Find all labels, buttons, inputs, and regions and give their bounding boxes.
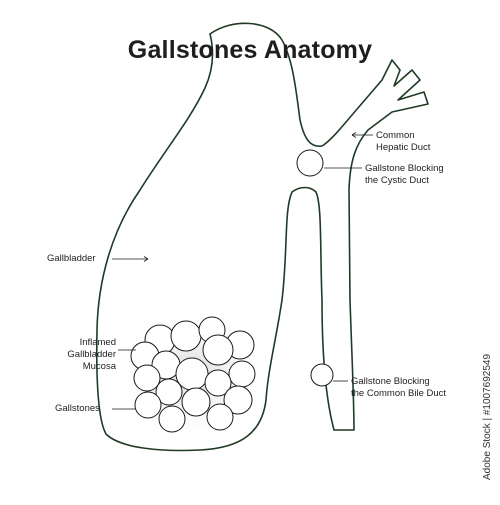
gallstone xyxy=(204,369,232,397)
label-gallstones: Gallstones xyxy=(55,403,100,414)
stock-watermark: Adobe Stock | #1007692549 xyxy=(482,353,493,480)
label-line: Common xyxy=(376,130,415,141)
gallstone xyxy=(228,360,256,388)
gallstone xyxy=(155,378,183,406)
gallbladder-outline xyxy=(95,22,429,452)
gallstone xyxy=(158,405,186,433)
label-line: the Cystic Duct xyxy=(365,175,429,186)
gallstone xyxy=(133,364,161,392)
diagram-title: Gallstones Anatomy xyxy=(127,36,373,64)
gallstone xyxy=(181,387,211,417)
label-line: Inflamed xyxy=(79,337,116,348)
gallstone xyxy=(206,403,234,431)
bile-duct-gallstone xyxy=(310,363,334,387)
label-line: Gallstone Blocking xyxy=(351,376,430,387)
label-cystic-duct-gallstone: Gallstone Blocking the Cystic Duct xyxy=(365,163,444,187)
gallstone xyxy=(134,391,162,419)
gallstone xyxy=(202,334,234,366)
label-gallbladder: Gallbladder xyxy=(47,253,96,264)
gallstone xyxy=(170,320,202,352)
label-inflamed-mucosa: Inflamed Gallbladder Mucosa xyxy=(42,337,116,373)
label-line: the Common Bile Duct xyxy=(351,388,447,399)
label-line: Hepatic Duct xyxy=(376,142,431,153)
gallstone xyxy=(175,357,209,391)
annotation-pointers xyxy=(112,132,373,410)
label-line: Mucosa xyxy=(82,361,116,372)
label-common-hepatic-duct: Common Hepatic Duct xyxy=(376,130,430,154)
gallstone xyxy=(223,385,253,415)
gallstones-cluster xyxy=(130,316,256,433)
label-bile-duct-gallstone: Gallstone Blocking the Common Bile Duct xyxy=(351,376,446,400)
label-line: Gallstone Blocking xyxy=(365,163,444,174)
cystic-duct-gallstone xyxy=(296,149,324,177)
label-line: Gallbladder xyxy=(67,349,116,360)
